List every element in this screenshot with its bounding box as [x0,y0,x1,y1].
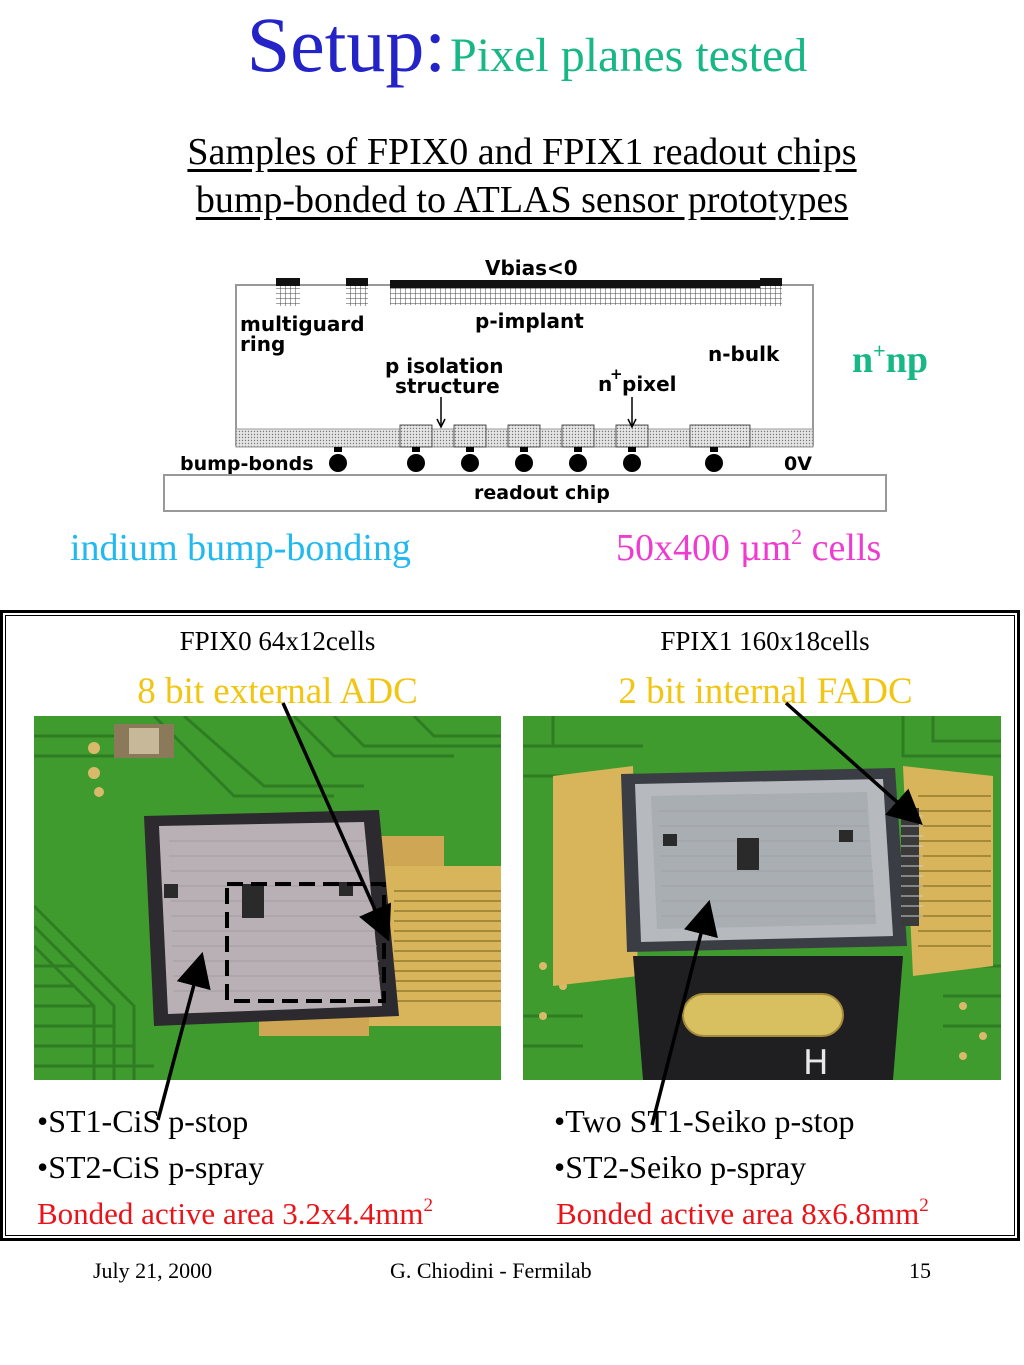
sensor-cross-section-diagram: Vbias<0 p-implant multiguard ring n-bulk… [163,256,887,512]
n-plus-np-label: n+np [852,338,928,381]
fpix1-chip-photo: H [523,716,1001,1080]
chips-panel-outer-border [0,610,1020,1241]
fpix1-bullet-st2: •ST2-Seiko p-spray [554,1149,807,1185]
readout-chip-label: readout chip [474,482,610,504]
multiguard-label: multiguard [240,312,365,336]
zero-volt-label: 0V [784,453,812,475]
fpix0-header: FPIX0 64x12cells [179,626,376,656]
fpix1-bonded-area: Bonded active area 8x6.8mm2 [556,1195,929,1231]
fpix1-adc-label: 2 bit internal FADC [618,671,913,712]
sensor-bulk [235,284,814,446]
n-bulk-label: n-bulk [708,342,780,366]
fpix0-bonded-area: Bonded active area 3.2x4.4mm2 [37,1195,434,1231]
slide-subtitle: Samples of FPIX0 and FPIX1 readout chips… [0,128,1024,224]
title-sub: Pixel planes tested [450,29,808,82]
n-pixel-n: n [598,372,612,396]
fpix0-bullet-st1: •ST1-CiS p-stop [37,1103,249,1139]
footer-date: July 21, 2000 [93,1258,213,1283]
p-implant-hatch [390,288,768,305]
footer-author: G. Chiodini - Fermilab [390,1258,592,1283]
p-implant-bar [390,280,768,288]
board-silkscreen-h: H [803,1043,829,1080]
readout-chip-layer [163,474,887,512]
guard-ring-3-hatch [760,286,782,306]
chips-panel-inner-border [5,615,1015,1236]
bump-bonds-row [329,447,723,472]
ring-label: ring [240,332,285,356]
fpix1-bullet-st1: •Two ST1-Seiko p-stop [554,1103,855,1139]
structure-label: structure [395,374,500,398]
n-pixel-plus: + [610,365,623,383]
title-main: Setup: [246,1,447,88]
footer-page-number: 15 [909,1258,931,1283]
subtitle-line2: bump-bonded to ATLAS sensor prototypes [195,179,849,221]
guard-ring-1 [276,278,300,286]
guard-ring-3 [760,278,782,286]
slide-title: Setup: Pixel planes tested [0,0,1024,90]
bump-bonds-label: bump-bonds [180,453,314,475]
guard-ring-2 [346,278,368,286]
n-pixel-word: pixel [622,372,677,396]
fpix0-adc-label: 8 bit external ADC [137,671,418,712]
fpix0-chip-photo [34,716,501,1080]
guard-ring-1-hatch [276,286,300,306]
p-implant-label: p-implant [475,309,584,333]
fpix0-bullet-st2: •ST2-CiS p-spray [37,1149,265,1185]
subtitle-line1: Samples of FPIX0 and FPIX1 readout chips [187,131,857,173]
fpix1-header: FPIX1 160x18cells [660,626,870,656]
guard-ring-2-hatch [346,286,368,306]
vbias-label: Vbias<0 [485,256,578,280]
p-isolation-label: p isolation [385,354,504,378]
indium-bump-bonding-label: indium bump-bonding [70,527,411,569]
cell-size-label: 50x400 μm2 cells [616,524,882,570]
